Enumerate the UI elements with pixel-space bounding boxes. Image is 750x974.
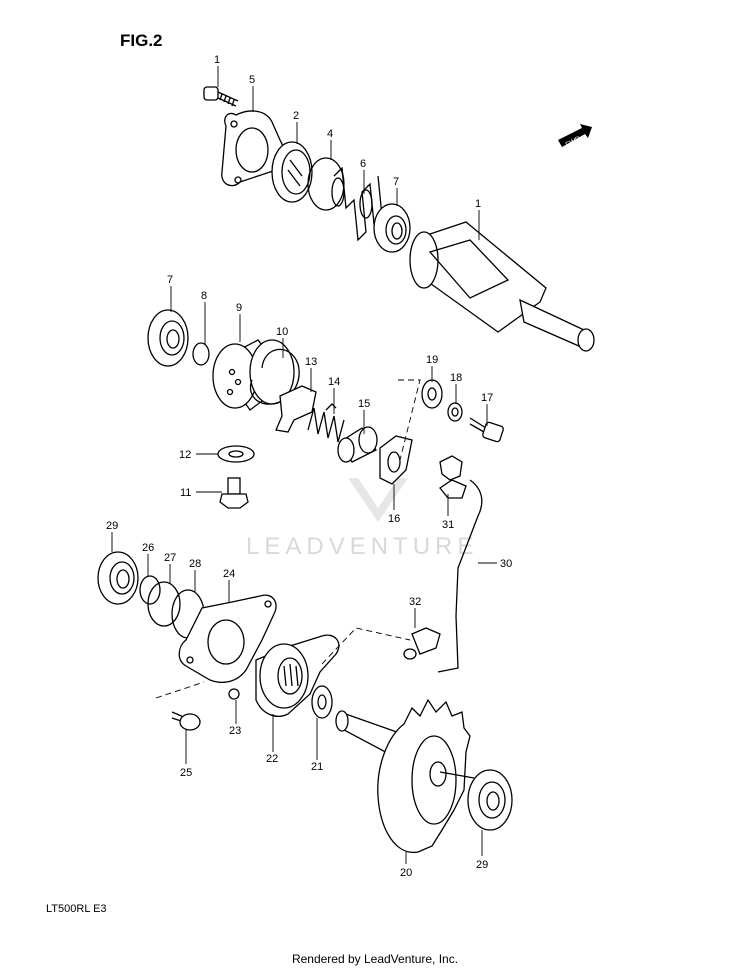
leadventure-watermark: LEADVENTURE — [246, 478, 478, 560]
callout-1: 1 — [475, 198, 481, 210]
callout-21: 21 — [311, 761, 323, 773]
callout-28: 28 — [189, 558, 201, 570]
callout-32: 32 — [409, 596, 421, 608]
part-2-cap — [271, 141, 313, 203]
part-29-bearing-left — [97, 551, 139, 605]
part-32-clip — [403, 627, 441, 660]
callout-9: 9 — [236, 302, 242, 314]
part-11-bolt — [219, 477, 249, 509]
callout-5: 1 — [214, 54, 220, 66]
watermark-text: LEADVENTURE — [246, 533, 478, 560]
part-22-housing — [255, 634, 340, 717]
callout-29-left: 29 — [106, 520, 118, 532]
callout-12: 12 — [179, 449, 191, 461]
figure-title: FIG.2 — [120, 31, 163, 50]
callout-30: 30 — [500, 558, 512, 570]
part-30-rod — [437, 479, 483, 673]
callout-23: 23 — [229, 725, 241, 737]
part-17-bolt — [469, 417, 504, 443]
callout-24: 24 — [223, 568, 235, 580]
part-7-bearing-upper — [373, 203, 411, 253]
callout-2: 2 — [293, 110, 299, 122]
part-4-gasket — [221, 110, 285, 187]
callout-15: 15 — [358, 398, 370, 410]
part-16-guide-plate — [379, 435, 413, 485]
part-20-starter-gear — [335, 698, 475, 853]
callout-7-upper: 7 — [393, 176, 399, 188]
part-12-washer — [217, 445, 255, 463]
callout-22: 22 — [266, 753, 278, 765]
leader-lines — [111, 66, 497, 864]
part-27-o-ring — [147, 581, 181, 627]
part-29-bearing-right — [467, 769, 513, 831]
part-9-drum — [212, 339, 295, 411]
callout-13: 13 — [305, 356, 317, 368]
part-14-spring — [307, 403, 345, 443]
part-8-circlip — [192, 342, 210, 366]
callout-8: 8 — [201, 290, 207, 302]
callout-31: 31 — [442, 519, 454, 531]
callout-20: 20 — [400, 867, 412, 879]
part-3-o-ring — [307, 157, 345, 211]
part-21-washer — [311, 685, 333, 719]
part-31-clip — [439, 455, 467, 499]
callout-29-right: 29 — [476, 859, 488, 871]
callout-27: 27 — [164, 552, 176, 564]
reference-line-screw — [155, 681, 205, 699]
callout-11: 11 — [180, 487, 191, 499]
part-19-washer — [421, 379, 443, 409]
footer-credit: Rendered by LeadVenture, Inc. — [291, 952, 459, 966]
part-15-cam — [337, 426, 378, 463]
callout-4: 5 — [249, 74, 255, 86]
callout-10: 10 — [276, 326, 288, 338]
callout-3: 4 — [327, 128, 333, 140]
part-26-circlip — [139, 575, 161, 605]
model-code: LT500RL E3 — [46, 903, 107, 915]
callout-18: 18 — [450, 372, 462, 384]
part-23-ball — [228, 688, 240, 700]
part-1-shaft — [409, 221, 595, 352]
fwd-arrow-icon: FWD — [558, 124, 592, 149]
callout-14: 14 — [328, 376, 340, 388]
callout-16: 16 — [388, 513, 400, 525]
callout-labels: 1 5 2 4 6 7 1 7 8 9 10 13 14 15 16 19 18… — [106, 54, 512, 879]
part-5-bolt — [203, 86, 239, 107]
part-13-ratchet-guide — [275, 385, 317, 433]
part-24-gasket — [178, 594, 277, 683]
callout-26: 26 — [142, 542, 154, 554]
reference-line-upper — [398, 379, 421, 461]
part-18-washer — [447, 402, 463, 422]
part-7-bearing-middle — [147, 309, 189, 367]
callout-25: 25 — [180, 767, 192, 779]
callout-19: 19 — [426, 354, 438, 366]
callout-7-middle: 7 — [167, 274, 173, 286]
callout-6: 6 — [360, 158, 366, 170]
part-25-screw — [171, 711, 201, 731]
callout-17: 17 — [481, 392, 493, 404]
